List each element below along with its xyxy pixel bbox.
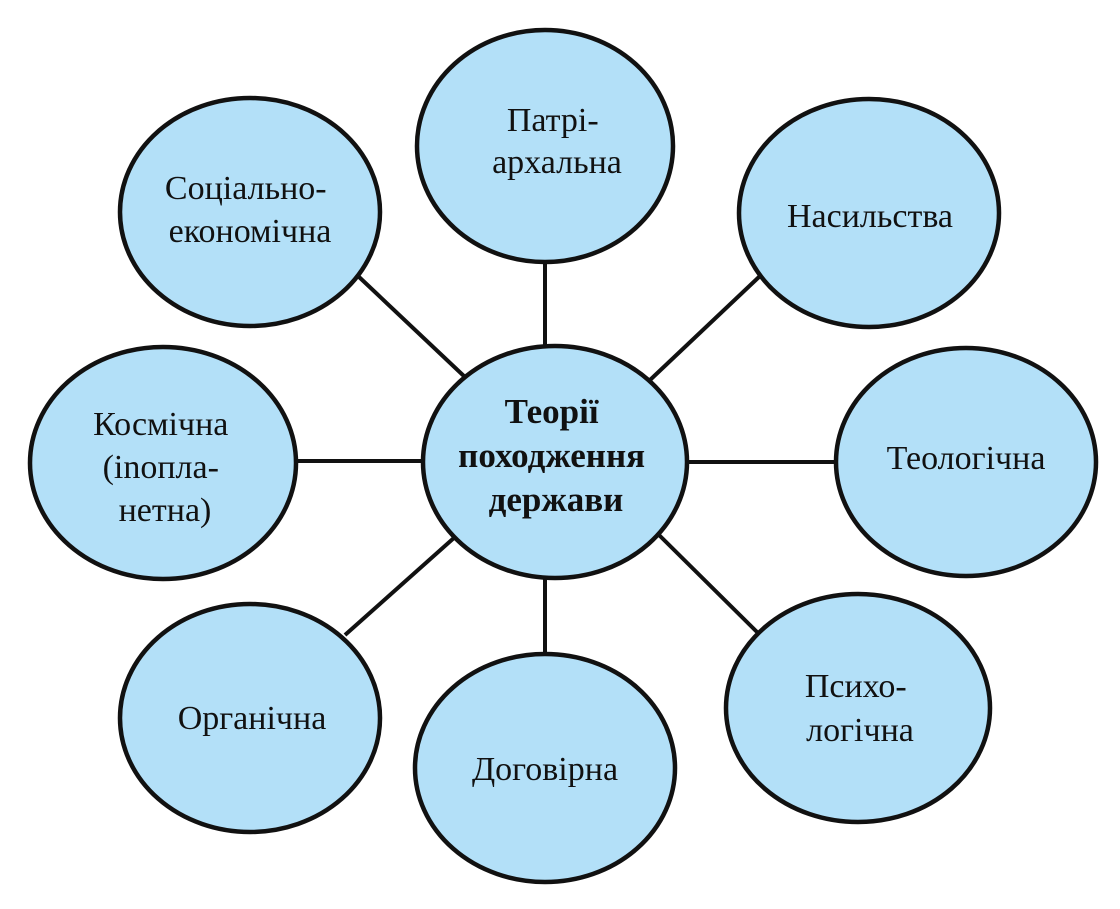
center-node-line: Теорії [505,392,599,431]
node-cosmic-shape [27,344,299,582]
node-violence-label: Насильства [787,198,953,235]
node-patriarchal-label: Патрі- архальна [492,102,622,181]
node-violence-line: Насильства [787,198,953,235]
node-patriarchal-line: архальна [492,144,622,181]
center-node-label: Теорії походження держави [458,392,654,519]
connector-psychological [656,532,759,634]
node-cosmic-label: Космічна (іnопла- нетна) [93,406,237,529]
center-node: Теорії походження держави [420,343,690,581]
connector-socioeconomic [356,274,468,380]
node-psychological-line: Психо- [805,668,907,705]
node-cosmic-line: нетна) [119,492,212,529]
node-psychological-label: Психо- логічна [805,668,915,749]
node-psychological: Психо- логічна [723,591,993,825]
node-theological: Теологічна [833,345,1099,579]
node-socioeconomic-line: Соціально- [165,170,327,207]
node-theological-line: Теологічна [887,440,1046,477]
connectors [298,262,835,654]
node-patriarchal: Патрі- архальна [414,27,676,265]
node-violence-shape [736,96,1002,330]
node-organic-label: Органічна [178,700,327,737]
node-socioeconomic-shape [117,95,383,329]
connector-organic [343,535,457,637]
node-patriarchal-line: Патрі- [507,102,599,139]
node-socioeconomic-line: економічна [169,213,332,250]
node-contractual-label: Договірна [472,751,618,788]
node-organic-line: Органічна [178,700,327,737]
node-contractual: Договірна [412,651,678,885]
node-socioeconomic: Соціально- економічна [117,95,383,329]
node-psychological-shape [723,591,993,825]
connector-violence [648,274,762,382]
node-contractual-line: Договірна [472,751,618,788]
node-cosmic-line: Космічна [93,406,228,443]
node-theological-shape [833,345,1099,579]
node-organic: Органічна [117,601,383,835]
node-patriarchal-shape [414,27,676,265]
node-theological-label: Теологічна [887,440,1046,477]
center-node-shape [420,343,690,581]
node-psychological-line: логічна [806,712,914,749]
center-node-line: походження [458,436,645,475]
node-violence: Насильства [736,96,1002,330]
node-cosmic: Космічна (іnопла- нетна) [27,344,299,582]
node-cosmic-line: (іnопла- [103,449,219,486]
node-socioeconomic-label: Соціально- економічна [165,170,335,250]
center-node-line: держави [489,480,624,519]
node-contractual-shape [412,651,678,885]
node-organic-shape [117,601,383,835]
